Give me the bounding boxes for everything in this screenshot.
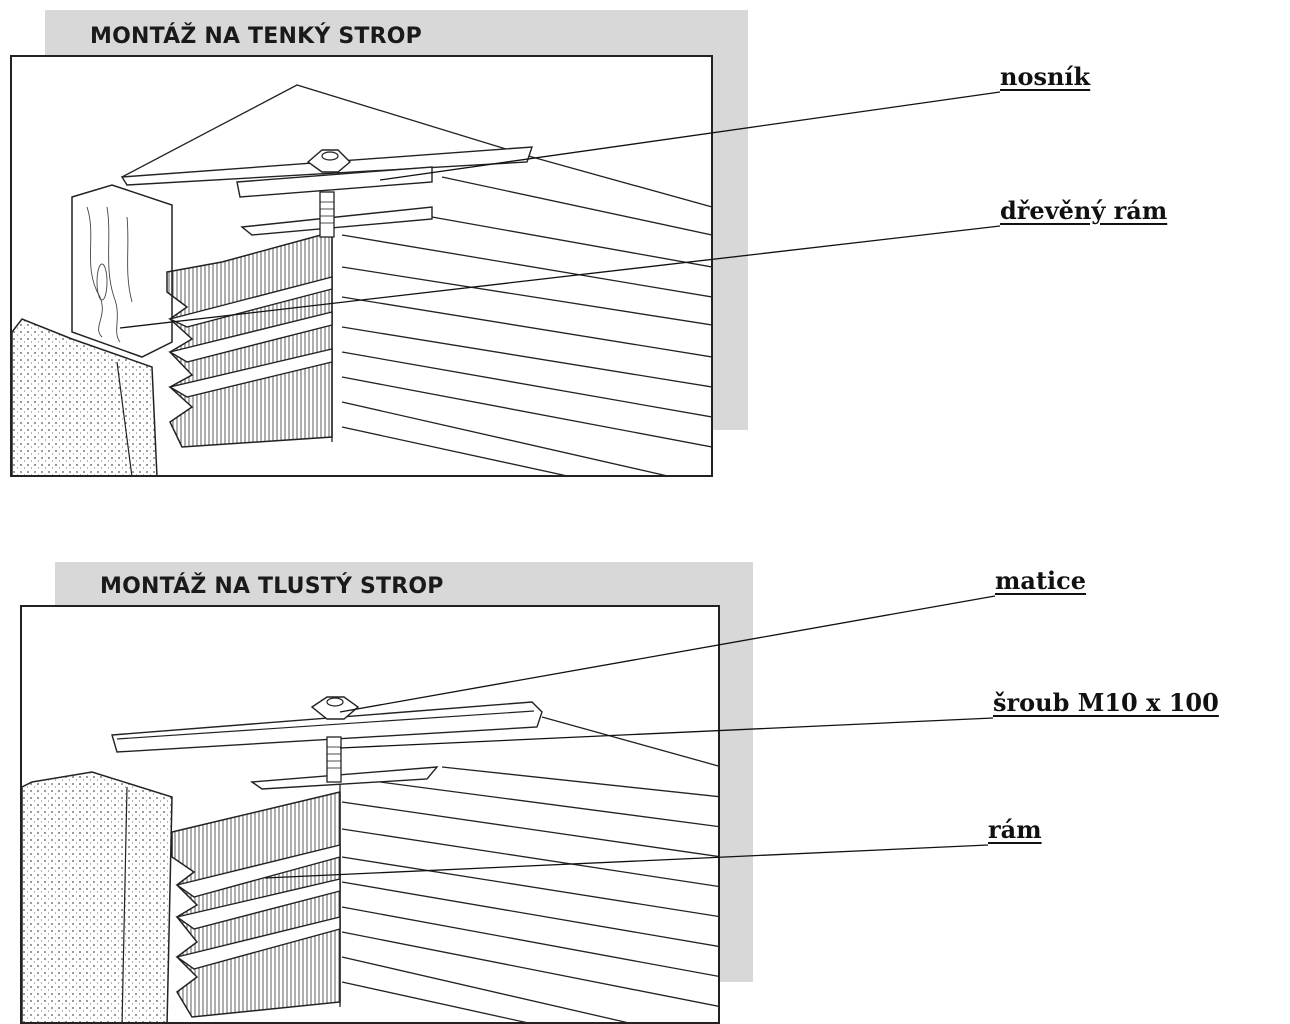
wooden-frame-block bbox=[71, 184, 173, 358]
bolt bbox=[319, 191, 335, 238]
thick-ceiling-drawing bbox=[22, 696, 718, 1022]
panel-thin-ceiling-title: MONTÁŽ NA TENKÝ STROP bbox=[90, 24, 422, 49]
callout-sroub: šroub M10 x 100 bbox=[993, 688, 1219, 717]
panel-thin-ceiling-illustration bbox=[10, 55, 713, 477]
thin-ceiling-drawing bbox=[12, 84, 711, 475]
panel-thick-ceiling-title: MONTÁŽ NA TLUSTÝ STROP bbox=[100, 574, 444, 599]
top-plate bbox=[240, 206, 433, 236]
callout-matice: matice bbox=[995, 566, 1087, 595]
ceiling-slab bbox=[12, 318, 158, 475]
ceiling-panel-lines bbox=[339, 716, 718, 1022]
ceiling-panel-lines bbox=[121, 84, 711, 475]
panel-thick-ceiling-illustration bbox=[20, 605, 720, 1024]
bolt-m10 bbox=[326, 736, 342, 783]
nut bbox=[306, 149, 352, 173]
thick-ceiling-slab bbox=[22, 771, 173, 1022]
top-plate bbox=[250, 766, 439, 790]
callout-dreveny-ram: dřevěný rám bbox=[1000, 196, 1168, 225]
callout-nosnik: nosník bbox=[1000, 62, 1091, 91]
callout-ram: rám bbox=[988, 815, 1042, 844]
